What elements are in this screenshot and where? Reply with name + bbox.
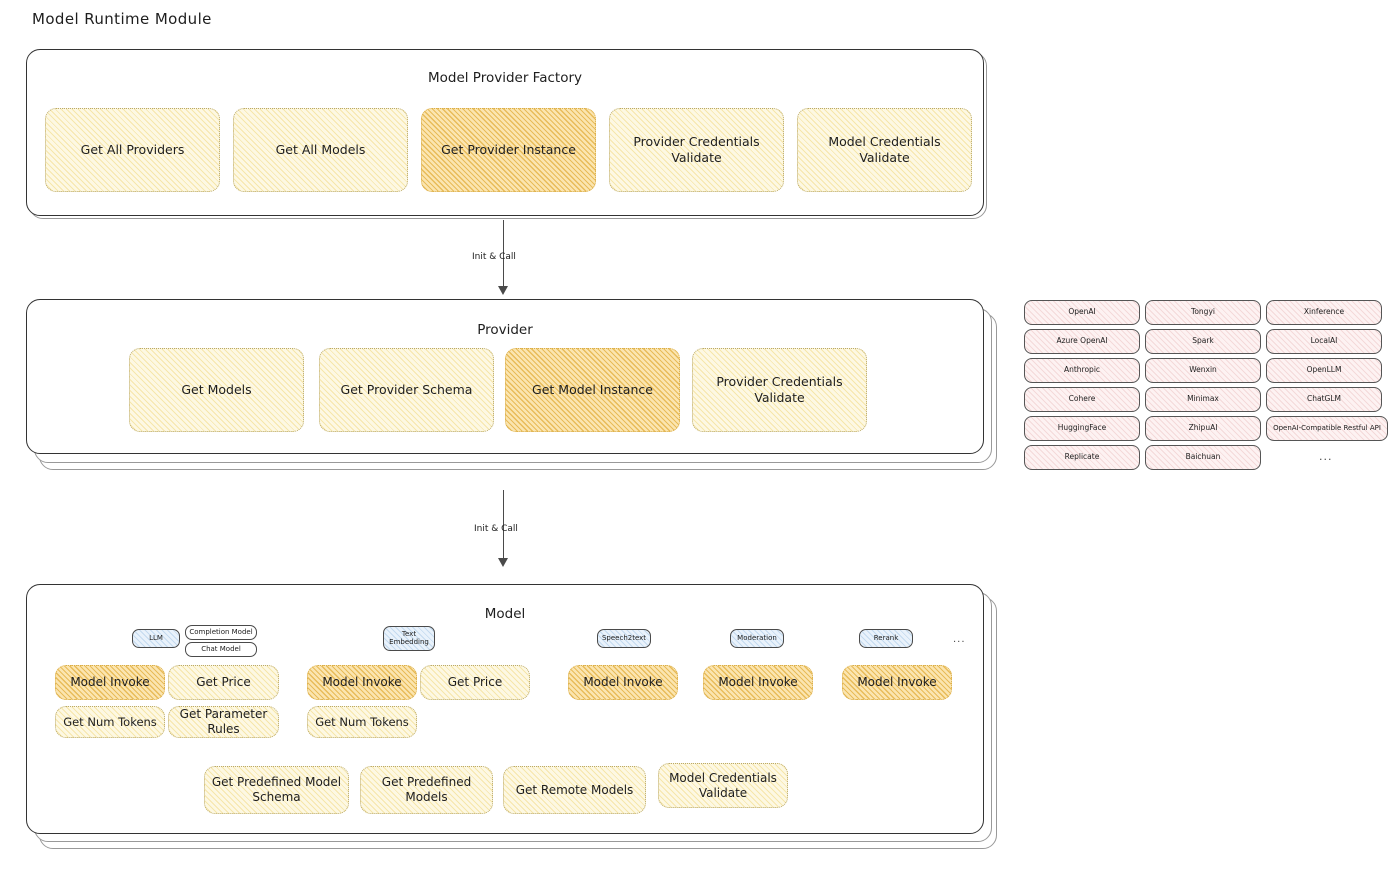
provider-chip-cohere[interactable]: Cohere (1024, 387, 1140, 412)
model-shared-get-remote-models[interactable]: Get Remote Models (503, 766, 646, 814)
provider-chip-anthropic[interactable]: Anthropic (1024, 358, 1140, 383)
provider-panel: Provider Get Models Get Provider Schema … (26, 299, 984, 454)
provider-list-more-ellipsis: ... (1319, 450, 1333, 463)
factory-node-get-provider-instance[interactable]: Get Provider Instance (421, 108, 596, 192)
factory-node-model-credentials-validate[interactable]: Model Credentials Validate (797, 108, 972, 192)
provider-node-get-models[interactable]: Get Models (129, 348, 304, 432)
model-capability-moderation[interactable]: Moderation (730, 629, 784, 648)
model-text-embedding-method-get-price[interactable]: Get Price (420, 665, 530, 700)
arrow-factory-to-provider-label: Init & Call (472, 252, 516, 262)
factory-title: Model Provider Factory (427, 70, 582, 86)
provider-chip-baichuan[interactable]: Baichuan (1145, 445, 1261, 470)
arrow-provider-to-model-line (503, 490, 505, 560)
provider-list: OpenAI Azure OpenAI Anthropic Cohere Hug… (1024, 300, 1388, 480)
model-llm-method-model-invoke[interactable]: Model Invoke (55, 665, 165, 700)
model-text-embedding-method-model-invoke[interactable]: Model Invoke (307, 665, 417, 700)
model-title: Model (484, 606, 526, 622)
model-llm-method-get-num-tokens[interactable]: Get Num Tokens (55, 706, 165, 738)
model-capability-more-ellipsis: ... (953, 634, 966, 645)
provider-chip-openai[interactable]: OpenAI (1024, 300, 1140, 325)
model-rerank-method-model-invoke[interactable]: Model Invoke (842, 665, 952, 700)
provider-chip-xinference[interactable]: Xinference (1266, 300, 1382, 325)
model-capability-text-embedding[interactable]: Text Embedding (383, 626, 435, 651)
provider-chip-openllm[interactable]: OpenLLM (1266, 358, 1382, 383)
provider-chip-tongyi[interactable]: Tongyi (1145, 300, 1261, 325)
model-llm-method-get-parameter-rules[interactable]: Get Parameter Rules (168, 706, 279, 738)
model-text-embedding-method-get-num-tokens[interactable]: Get Num Tokens (307, 706, 417, 738)
provider-title: Provider (477, 322, 533, 338)
provider-node-provider-credentials-validate[interactable]: Provider Credentials Validate (692, 348, 867, 432)
page-title: Model Runtime Module (32, 10, 212, 28)
factory-panel: Model Provider Factory Get All Providers… (26, 49, 984, 216)
model-capability-speech2text[interactable]: Speech2text (597, 629, 651, 648)
model-shared-get-predefined-model-schema[interactable]: Get Predefined Model Schema (204, 766, 349, 814)
provider-chip-localai[interactable]: LocalAI (1266, 329, 1382, 354)
arrow-factory-to-provider-head (498, 286, 508, 295)
factory-node-get-all-models[interactable]: Get All Models (233, 108, 408, 192)
model-capability-rerank[interactable]: Rerank (859, 629, 913, 648)
arrow-factory-to-provider-line (503, 220, 505, 288)
arrow-provider-to-model-head (498, 558, 508, 567)
model-moderation-method-model-invoke[interactable]: Model Invoke (703, 665, 813, 700)
provider-chip-spark[interactable]: Spark (1145, 329, 1261, 354)
factory-node-provider-credentials-validate[interactable]: Provider Credentials Validate (609, 108, 784, 192)
model-capability-llm-sub-chat-model[interactable]: Chat Model (185, 642, 257, 657)
provider-chip-openai-compatible-restful-api[interactable]: OpenAI-Compatible Restful API (1266, 416, 1388, 441)
arrow-provider-to-model-label: Init & Call (474, 524, 518, 534)
provider-chip-replicate[interactable]: Replicate (1024, 445, 1140, 470)
provider-node-get-model-instance[interactable]: Get Model Instance (505, 348, 680, 432)
provider-chip-azure-openai[interactable]: Azure OpenAI (1024, 329, 1140, 354)
model-panel: Model LLM Completion Model Chat Model Te… (26, 584, 984, 834)
model-shared-get-predefined-models[interactable]: Get Predefined Models (360, 766, 493, 814)
provider-chip-huggingface[interactable]: HuggingFace (1024, 416, 1140, 441)
provider-node-get-provider-schema[interactable]: Get Provider Schema (319, 348, 494, 432)
model-shared-model-credentials-validate[interactable]: Model Credentials Validate (658, 763, 788, 808)
model-speech2text-method-model-invoke[interactable]: Model Invoke (568, 665, 678, 700)
model-llm-method-get-price[interactable]: Get Price (168, 665, 279, 700)
provider-chip-zhipuai[interactable]: ZhipuAI (1145, 416, 1261, 441)
provider-chip-wenxin[interactable]: Wenxin (1145, 358, 1261, 383)
provider-chip-minimax[interactable]: Minimax (1145, 387, 1261, 412)
model-capability-llm-sub-completion-model[interactable]: Completion Model (185, 625, 257, 640)
model-capability-llm[interactable]: LLM (132, 629, 180, 648)
factory-node-get-all-providers[interactable]: Get All Providers (45, 108, 220, 192)
provider-chip-chatglm[interactable]: ChatGLM (1266, 387, 1382, 412)
